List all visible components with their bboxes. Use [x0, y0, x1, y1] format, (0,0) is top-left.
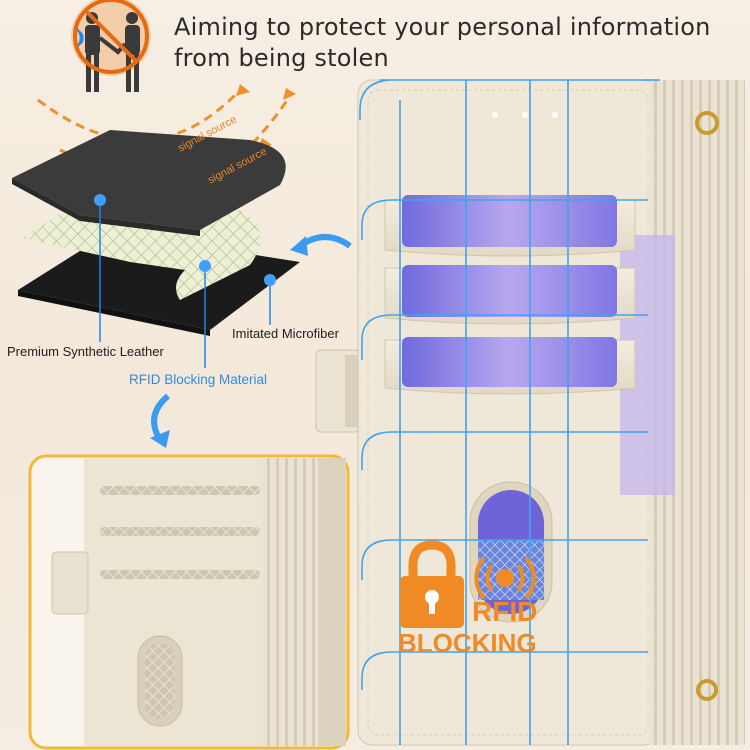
inset-panel [28, 454, 350, 750]
card-slot-3 [384, 337, 636, 395]
lock-icon [400, 540, 464, 628]
people-icon [71, 0, 151, 92]
layer-pointers [94, 194, 276, 368]
card-slot-1 [384, 195, 636, 257]
card-slot-2 [384, 265, 636, 325]
premium-leather-label: Premium Synthetic Leather [7, 344, 164, 359]
rfid-grid-overlay [359, 79, 660, 745]
blue-arrow-down-icon [150, 393, 171, 448]
wallet-case [315, 79, 745, 746]
rfid-material-label: RFID Blocking Material [129, 372, 268, 387]
rfid-badge-line-1: RFID [472, 596, 538, 627]
headline: Aiming to protect your personal informat… [174, 12, 744, 74]
microfiber-label: Imitated Microfiber [232, 326, 339, 341]
headline-line-2: from being stolen [174, 44, 389, 72]
signal-broadcast-icon [474, 556, 536, 600]
rfid-badge-line-2: BLOCKING [398, 628, 537, 658]
inset-card-slots [100, 486, 260, 579]
headline-line-1: Aiming to protect your personal informat… [174, 13, 711, 41]
blue-arrow-left-icon [290, 234, 352, 256]
layer-black-top [12, 130, 286, 236]
